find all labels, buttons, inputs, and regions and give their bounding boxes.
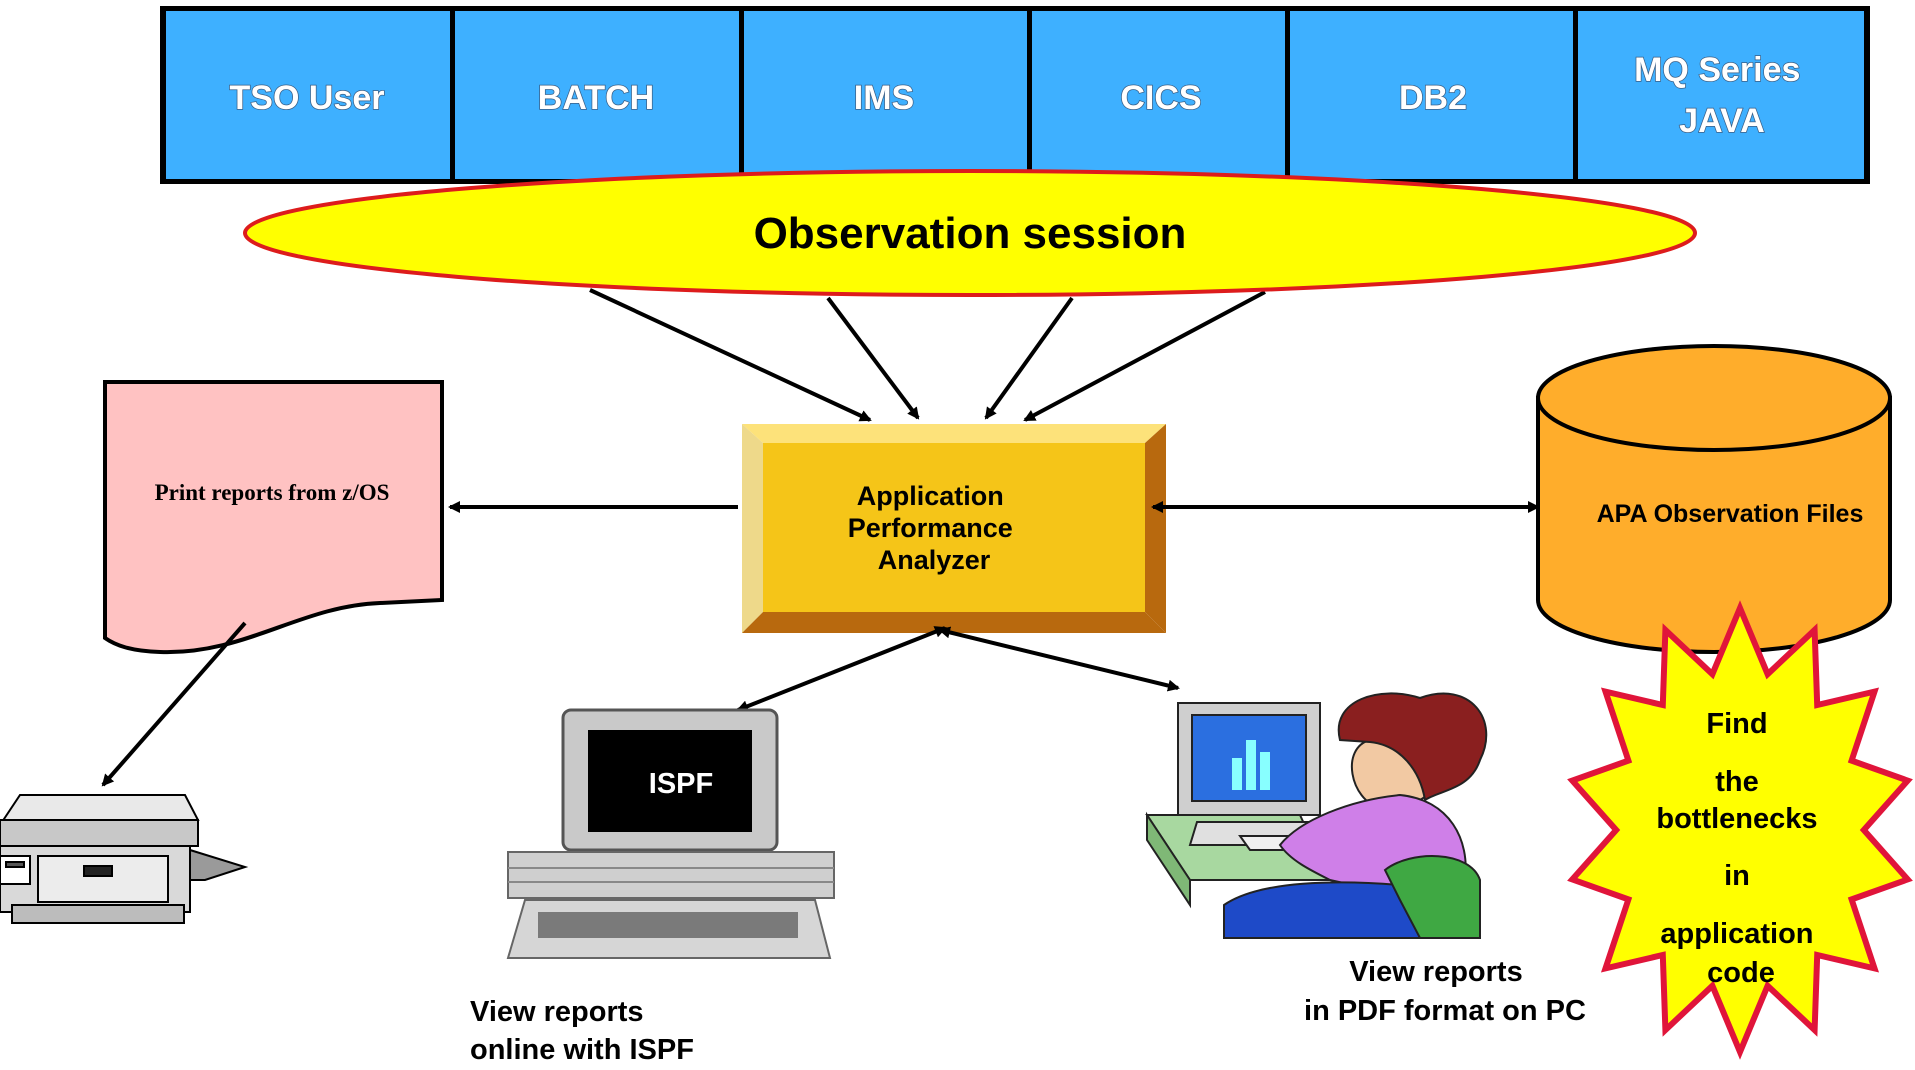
env-box-db2 — [1290, 11, 1573, 179]
env-label-ims: IMS — [854, 79, 914, 117]
environment-bar: TSO User BATCH IMS CICS DB2 MQ Series JA… — [160, 6, 1870, 184]
env-box-batch — [455, 11, 739, 179]
env-label-db2: DB2 — [1399, 79, 1467, 117]
env-label-mq: MQ Series JAVA — [1634, 51, 1810, 140]
env-label-tso: TSO User — [230, 79, 385, 117]
observation-session: Observation session — [243, 169, 1697, 297]
bottleneck-starburst: Find the bottlenecks in application code — [1567, 600, 1913, 1060]
terminal-caption: View reports online with ISPF — [470, 996, 694, 1066]
printer-icon — [0, 794, 249, 924]
env-label-batch: BATCH — [538, 79, 654, 117]
terminal-screen-label: ISPF — [649, 768, 713, 800]
starburst-label: Find the bottlenecks in application code — [1656, 708, 1825, 989]
terminal-icon: ISPF — [506, 708, 835, 959]
arrow-to-terminal — [736, 626, 947, 712]
observation-files-cylinder: APA Observation Files — [1536, 344, 1892, 654]
env-label-cics: CICS — [1120, 79, 1201, 117]
arrow-to-printer — [101, 621, 247, 787]
session-arrows — [589, 288, 1266, 422]
observation-files-label: APA Observation Files — [1597, 500, 1864, 528]
print-report-document: Print reports from z/OS — [103, 380, 444, 655]
print-report-label: Print reports from z/OS — [155, 480, 390, 505]
pc-user-icon — [1145, 692, 1488, 939]
pc-caption: View reports in PDF format on PC — [1304, 956, 1586, 1027]
analyzer-label: Application Performance Analyzer — [848, 481, 1021, 575]
env-box-cics — [1032, 11, 1285, 179]
env-box-ims — [744, 11, 1027, 179]
env-box-mq — [1578, 11, 1864, 179]
analyzer-box: Application Performance Analyzer — [742, 424, 1166, 633]
observation-session-label: Observation session — [754, 209, 1187, 258]
arrow-to-pc — [938, 626, 1180, 692]
env-box-tso — [166, 11, 450, 179]
